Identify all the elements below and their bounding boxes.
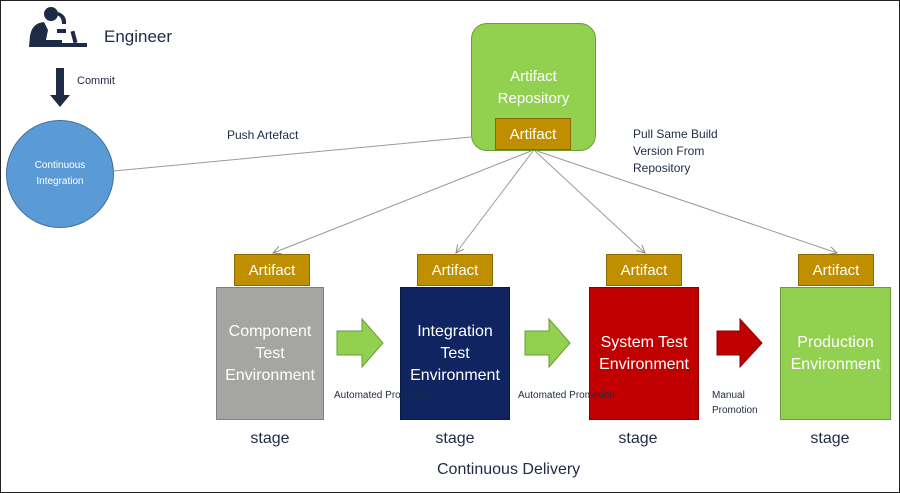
commit-label: Commit (77, 75, 115, 87)
push-artefact-label: Push Artefact (227, 128, 299, 142)
system-test-label: System Test Environment (599, 333, 689, 373)
stage-label-production: stage (810, 430, 850, 447)
pull-line-integration (456, 150, 534, 253)
continuous-delivery-label: Continuous Delivery (437, 461, 581, 478)
stage-label-system: stage (618, 430, 658, 447)
promotion-label-3: Manual Promotion (712, 390, 758, 416)
ci-label: Continuous Integration (34, 160, 86, 187)
integration-test-label: Integration Test Environment (410, 322, 500, 384)
promotion-arrow-1 (336, 317, 384, 369)
repository-artifact: Artifact (495, 118, 571, 150)
stage-artifact-integration: Artifact (417, 254, 493, 286)
stage-label-component: stage (250, 430, 290, 447)
stage-artifact-system: Artifact (606, 254, 682, 286)
pull-line-component (273, 150, 532, 253)
promotion-label-1: Automated Promotion (334, 390, 431, 401)
promotion-arrow-3 (716, 317, 763, 369)
component-test-environment: Component Test Environment (216, 287, 324, 420)
engineer-label: Engineer (104, 27, 173, 46)
production-label: Production Environment (790, 333, 881, 373)
promotion-label-2: Automated Promotion (518, 390, 615, 401)
system-test-environment: System Test Environment (589, 287, 699, 420)
stage-artifact-production: Artifact (798, 254, 874, 286)
integration-test-environment: Integration Test Environment (400, 287, 510, 420)
stage-label-integration: stage (435, 430, 475, 447)
stage-artifact-component: Artifact (234, 254, 310, 286)
push-line (113, 136, 472, 172)
production-environment: Production Environment (780, 287, 891, 420)
pull-build-label: Pull Same Build Version From Repository (633, 127, 718, 175)
promotion-arrow-2 (524, 317, 571, 369)
repository-title: Artifact Repository (497, 68, 570, 107)
continuous-integration-node: Continuous Integration (6, 120, 114, 228)
pull-line-system (534, 150, 645, 253)
down-arrow-icon (50, 68, 70, 107)
component-test-label: Component Test Environment (225, 322, 315, 384)
engineer-at-desk-icon (29, 7, 87, 47)
pull-line-production (536, 150, 837, 253)
